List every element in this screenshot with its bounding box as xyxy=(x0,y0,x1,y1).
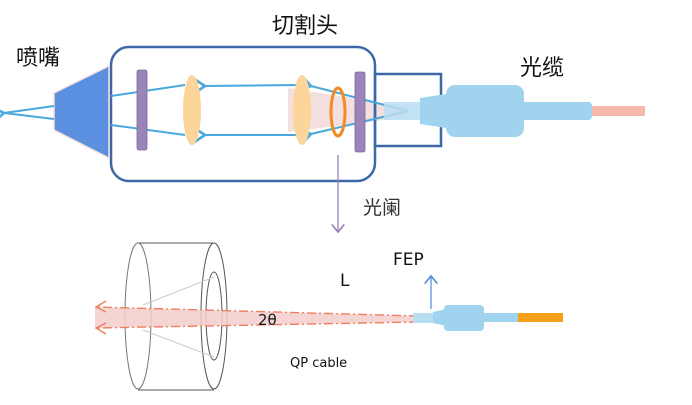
fiber-cable-label: 光缆 xyxy=(520,56,565,81)
fiber-core xyxy=(592,106,645,116)
small-fiber-sleeve xyxy=(482,313,518,322)
nozzle-label: 喷嘴 xyxy=(16,46,61,71)
protective-window-right xyxy=(354,71,366,153)
small-fiber-orange xyxy=(518,313,563,322)
aperture-ring xyxy=(329,86,347,138)
qp-cable-label: QP cable xyxy=(290,356,348,371)
nozzle xyxy=(53,64,110,160)
fiber-taper xyxy=(420,94,446,128)
aperture-label: 光阑 xyxy=(363,197,402,219)
beam-cone xyxy=(288,88,408,132)
length-label: L xyxy=(340,271,350,291)
fiber-tip xyxy=(384,102,420,120)
beam-arrowhead-top xyxy=(94,300,107,313)
beam-arrowhead-bottom xyxy=(94,322,107,335)
small-fiber-taper xyxy=(433,309,446,326)
small-fiber-tip xyxy=(413,313,433,323)
focus-lens xyxy=(183,75,201,145)
cutting-head-label: 切割头 xyxy=(272,14,339,39)
fiber-cable-sleeve xyxy=(520,102,592,120)
small-fiber-connector xyxy=(444,305,484,331)
protective-window-left xyxy=(136,69,148,151)
angle-label: 2θ xyxy=(258,311,277,329)
fiber-connector-body xyxy=(446,85,524,137)
fep-label: FEP xyxy=(393,250,424,270)
divergent-beam xyxy=(95,307,418,328)
collimating-lens xyxy=(293,75,311,145)
